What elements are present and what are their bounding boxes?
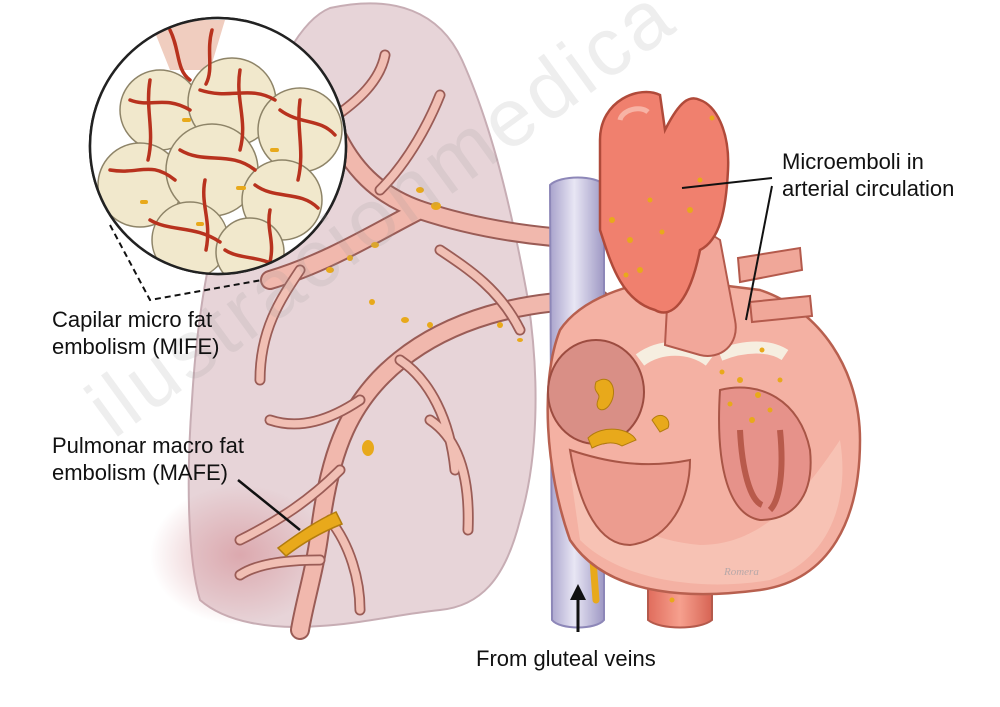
left-ventricle xyxy=(718,386,812,522)
right-atrium xyxy=(547,339,645,445)
label-microemboli-arterial: Microemboli in arterial circulation xyxy=(782,148,954,202)
artist-credit: Romera xyxy=(724,566,759,578)
mafe-leader xyxy=(237,479,301,531)
gluteal-up-arrow xyxy=(570,584,586,632)
label-line: arterial circulation xyxy=(782,176,955,201)
micro-leader-2 xyxy=(745,185,773,321)
label-line: Pulmonar macro fat xyxy=(52,433,244,458)
pulmonary-fat-droplets xyxy=(326,187,523,456)
right-heart-fat-plugs xyxy=(587,379,670,449)
label-pulmonar-macro-fat-embolism: Pulmonar macro fat embolism (MAFE) xyxy=(52,432,244,486)
macro-fat-embolus xyxy=(276,511,344,557)
label-capilar-micro-fat-embolism: Capilar micro fat embolism (MIFE) xyxy=(52,306,219,360)
pulmonary-vein-lower xyxy=(748,294,814,324)
pulmonary-vein-right xyxy=(736,246,804,284)
alveoli-magnification xyxy=(88,16,348,276)
mife-dashed-leader xyxy=(109,224,263,302)
micro-leader-1 xyxy=(681,177,773,189)
label-from-gluteal-veins: From gluteal veins xyxy=(476,646,656,671)
arterial-microemboli xyxy=(609,115,783,423)
label-line: embolism (MAFE) xyxy=(52,460,229,485)
label-line: embolism (MIFE) xyxy=(52,334,220,359)
aortic-arch xyxy=(598,90,730,314)
label-line: Microemboli in xyxy=(782,149,924,174)
right-ventricle xyxy=(568,448,692,547)
label-line: Capilar micro fat xyxy=(52,307,213,332)
